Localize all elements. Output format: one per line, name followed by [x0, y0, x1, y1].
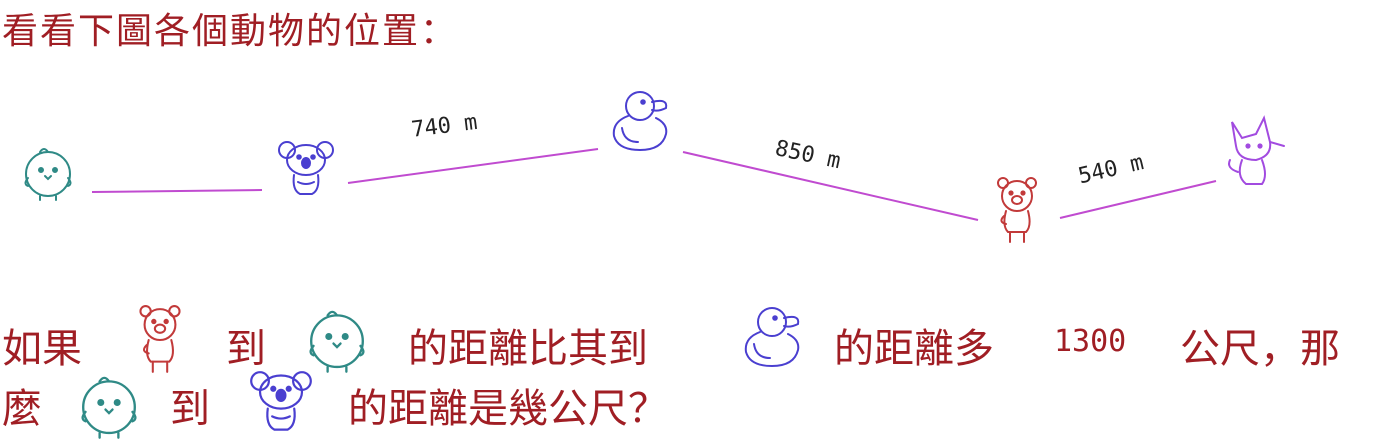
bear-icon — [997, 177, 1037, 243]
koala-icon — [250, 371, 312, 431]
question-text-2b: 到 — [170, 386, 210, 432]
bear-icon — [139, 305, 181, 373]
question-text-2c: 的距離是幾公尺？ — [348, 386, 668, 432]
question-text-1a: 如果 — [2, 326, 82, 372]
question-number: 1300 — [1054, 324, 1127, 359]
question-text-1d: 的距離多 — [834, 326, 994, 372]
segment-koala-duck — [347, 148, 599, 184]
segment-duck-bear — [682, 151, 979, 221]
chick-icon — [309, 310, 365, 373]
chick-icon — [81, 376, 137, 439]
question-text-1e: 公尺，那 — [1180, 326, 1340, 372]
duck-icon — [744, 307, 800, 368]
duck-icon — [612, 91, 668, 152]
chick-icon — [24, 148, 72, 201]
fox-icon — [1228, 115, 1285, 185]
question-text-1b: 到 — [226, 326, 266, 372]
segment-bear-fox — [1059, 180, 1217, 219]
page-title: 看看下圖各個動物的位置： — [2, 11, 459, 52]
question-text-1c: 的距離比其到 — [408, 326, 648, 372]
segment-chick-koala — [91, 189, 263, 193]
koala-icon — [278, 141, 334, 195]
question-text-2a: 麼 — [2, 386, 42, 432]
